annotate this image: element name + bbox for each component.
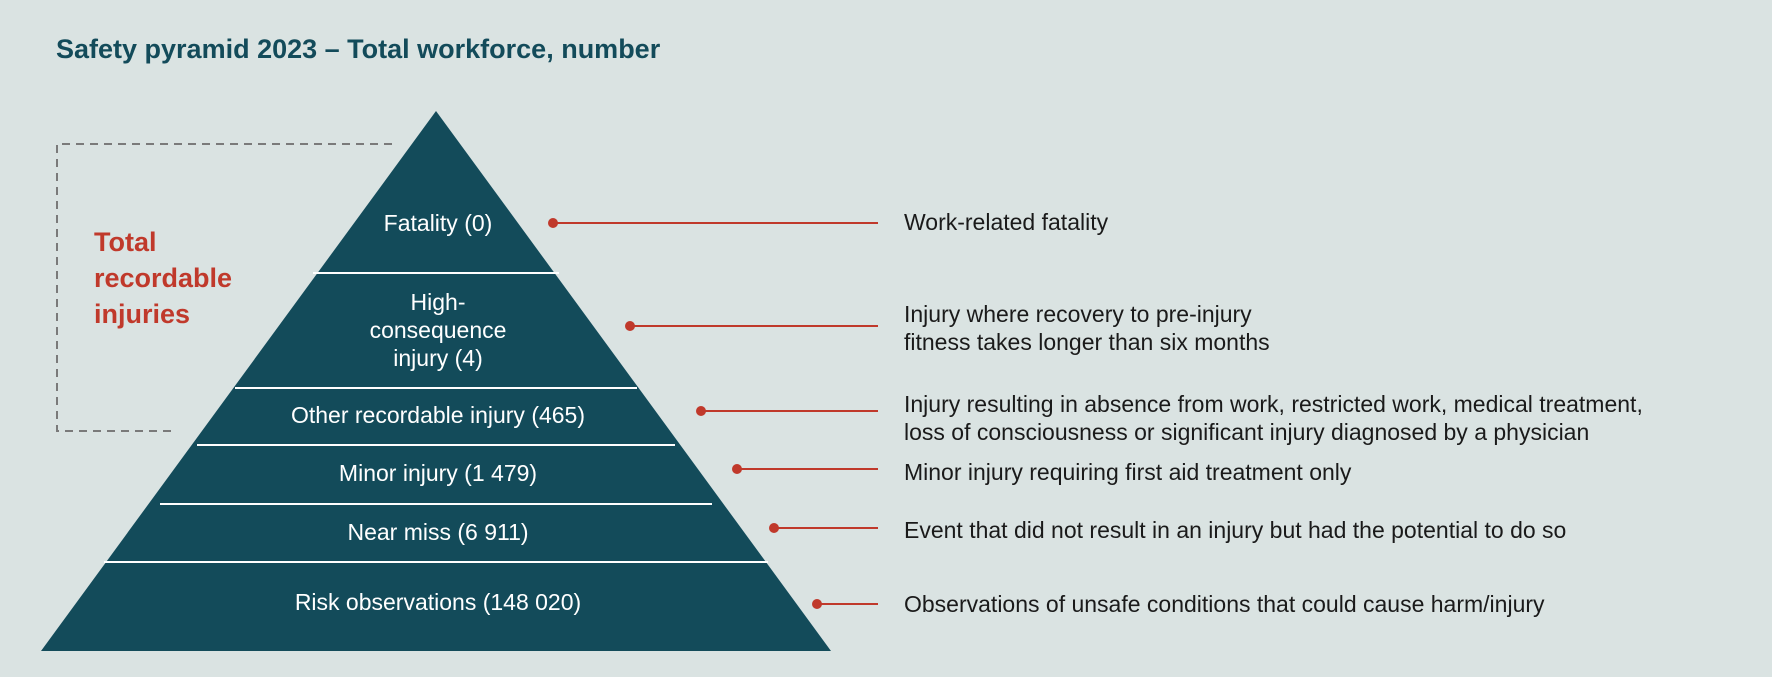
description-other-recordable: Injury resulting in absence from work, r… <box>904 391 1643 445</box>
connector-dot <box>732 464 742 474</box>
tier-dividers <box>104 272 768 563</box>
connector-dot <box>548 218 558 228</box>
tier-label-other-recordable: Other recordable injury (465) <box>290 402 586 428</box>
description-near-miss: Event that did not result in an injury b… <box>904 517 1567 543</box>
page-title: Safety pyramid 2023 – Total workforce, n… <box>56 34 661 64</box>
connector-dot <box>769 523 779 533</box>
connector-dot <box>696 406 706 416</box>
tier-label-near-miss: Near miss (6 911) <box>347 519 529 545</box>
tier-label-high-consequence: High- consequence injury (4) <box>369 289 507 371</box>
pyramid-shape <box>41 111 831 651</box>
recordable-injuries-label: Total recordable injuries <box>94 227 233 329</box>
description-fatality: Work-related fatality <box>904 209 1109 235</box>
tier-label-fatality: Fatality (0) <box>383 210 493 236</box>
recordable-bracket <box>56 143 392 432</box>
connector-dot <box>625 321 635 331</box>
description-high-consequence: Injury where recovery to pre-injury fitn… <box>904 301 1270 355</box>
connector-dot <box>812 599 822 609</box>
description-minor-injury: Minor injury requiring first aid treatme… <box>904 459 1352 485</box>
description-risk-observations: Observations of unsafe conditions that c… <box>904 591 1545 617</box>
tier-label-minor-injury: Minor injury (1 479) <box>338 460 538 486</box>
connectors <box>548 218 878 609</box>
tier-label-risk-observations: Risk observations (148 020) <box>294 589 582 615</box>
